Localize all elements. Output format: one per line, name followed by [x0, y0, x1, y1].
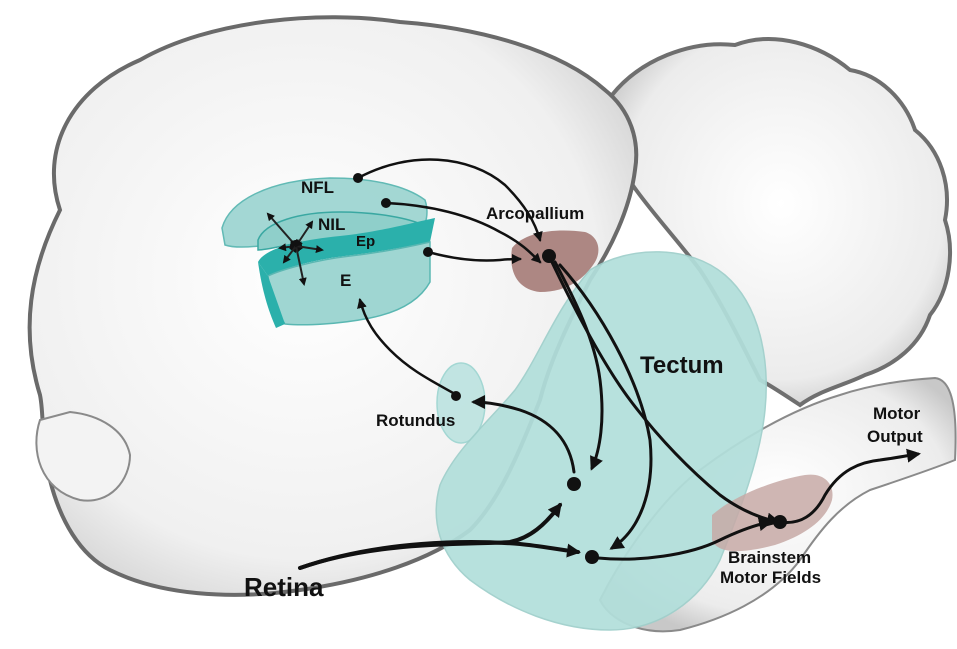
node-brainstem [773, 515, 787, 529]
node-tectum-upper [567, 477, 581, 491]
node-rotundus [451, 391, 461, 401]
node-e [423, 247, 433, 257]
label-motor-output-1: Motor [873, 404, 921, 423]
label-tectum: Tectum [640, 352, 724, 379]
label-nil: NIL [318, 215, 345, 234]
label-rotundus: Rotundus [376, 411, 455, 430]
label-motor-output-2: Output [867, 427, 923, 446]
label-retina: Retina [244, 572, 324, 602]
label-brainstem-1: Brainstem [728, 548, 811, 567]
node-nil [381, 198, 391, 208]
label-e: E [340, 271, 351, 290]
node-tectum-lower [585, 550, 599, 564]
label-nfl: NFL [301, 178, 334, 197]
node-arcopallium [542, 249, 556, 263]
label-arcopallium: Arcopallium [486, 204, 584, 223]
label-ep: Ep [356, 233, 375, 250]
node-nfl [353, 173, 363, 183]
label-brainstem-2: Motor Fields [720, 568, 821, 587]
